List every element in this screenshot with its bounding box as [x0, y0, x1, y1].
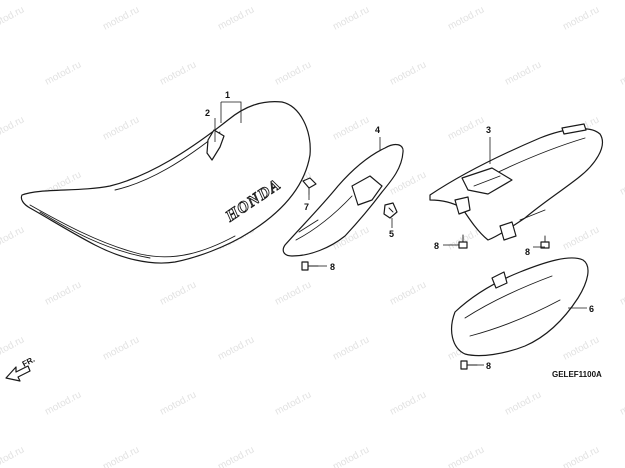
watermark-text: motod.ru	[331, 444, 371, 468]
watermark-text: motod.ru	[101, 444, 141, 468]
watermark-text: motod.ru	[216, 334, 256, 362]
callout-grommet-nut: 5	[389, 229, 394, 239]
callout-right-side-cover: 6	[589, 304, 594, 314]
watermark-text: motod.ru	[43, 59, 83, 87]
callout-seat-bolt: 7	[304, 202, 309, 212]
watermark-text: motod.ru	[618, 169, 625, 197]
watermark-text: motod.ru	[388, 59, 428, 87]
grommet-nut	[383, 202, 398, 219]
callout-cover-bolt-left: 8	[330, 262, 335, 272]
watermark-text: motod.ru	[388, 279, 428, 307]
arrow-icon	[5, 365, 31, 382]
watermark-text: motod.ru	[561, 224, 601, 252]
watermark-text: motod.ru	[101, 334, 141, 362]
watermark-text: motod.ru	[216, 4, 256, 32]
watermark-text: motod.ru	[101, 4, 141, 32]
watermark-text: motod.ru	[331, 334, 371, 362]
left-side-cover	[282, 143, 404, 257]
watermark-text: motod.ru	[0, 4, 26, 32]
watermark-text: motod.ru	[101, 114, 141, 142]
seat-assembly: HONDA	[20, 101, 311, 264]
callout-seat-assembly: 1	[225, 90, 230, 100]
watermark-text: motod.ru	[446, 4, 486, 32]
cover-bolt-left	[301, 261, 319, 271]
watermark-text: motod.ru	[216, 444, 256, 468]
watermark-text: motod.ru	[43, 279, 83, 307]
watermark-text: motod.ru	[273, 279, 313, 307]
diagram-code: GELEF1100A	[552, 370, 602, 379]
watermark-text: motod.ru	[388, 389, 428, 417]
callout-cover-bolt-right: 8	[486, 361, 491, 371]
watermark-text: motod.ru	[446, 114, 486, 142]
watermark-text: motod.ru	[618, 59, 625, 87]
watermark-text: motod.ru	[331, 114, 371, 142]
seat-cover-tab	[206, 129, 225, 161]
watermark-text: motod.ru	[273, 389, 313, 417]
watermark-text: motod.ru	[158, 389, 198, 417]
front-direction-label: FR.	[21, 355, 37, 369]
callout-seat-cover: 2	[205, 108, 210, 118]
watermark-text: motod.ru	[0, 224, 26, 252]
watermark-text: motod.ru	[331, 4, 371, 32]
watermark-text: motod.ru	[158, 59, 198, 87]
watermark-text: motod.ru	[503, 59, 543, 87]
watermark-text: motod.ru	[503, 389, 543, 417]
watermark-text: motod.ru	[158, 279, 198, 307]
cover-bolt-right	[460, 360, 478, 370]
watermark-text: motod.ru	[561, 334, 601, 362]
front-direction-indicator: FR.	[5, 355, 37, 382]
watermark-text: motod.ru	[618, 279, 625, 307]
callout-labels: 1 2 3 4 5 6 7 8 8 8 8	[205, 90, 594, 371]
watermark-text: motod.ru	[446, 444, 486, 468]
fasteners	[301, 177, 550, 370]
right-side-cover	[451, 257, 589, 357]
watermark-text: motod.ru	[0, 114, 26, 142]
callout-rear-fender: 3	[486, 125, 491, 135]
seat-body	[20, 101, 311, 264]
watermark-text: motod.ru	[43, 389, 83, 417]
watermark-text: motod.ru	[618, 389, 625, 417]
leader-lines	[214, 101, 587, 366]
callout-fender-bolt-right: 8	[525, 247, 530, 257]
watermark-text: motod.ru	[0, 334, 26, 362]
watermark-text: motod.ru	[561, 444, 601, 468]
fender-bolt-right	[540, 235, 550, 249]
rear-fender	[429, 123, 603, 241]
watermark-text: motod.ru	[0, 444, 26, 468]
watermark-text: motod.ru	[561, 4, 601, 32]
callout-fender-bolt-left: 8	[434, 241, 439, 251]
seat-bolt	[302, 177, 317, 195]
watermark-text: motod.ru	[273, 59, 313, 87]
callout-left-side-cover: 4	[375, 125, 380, 135]
